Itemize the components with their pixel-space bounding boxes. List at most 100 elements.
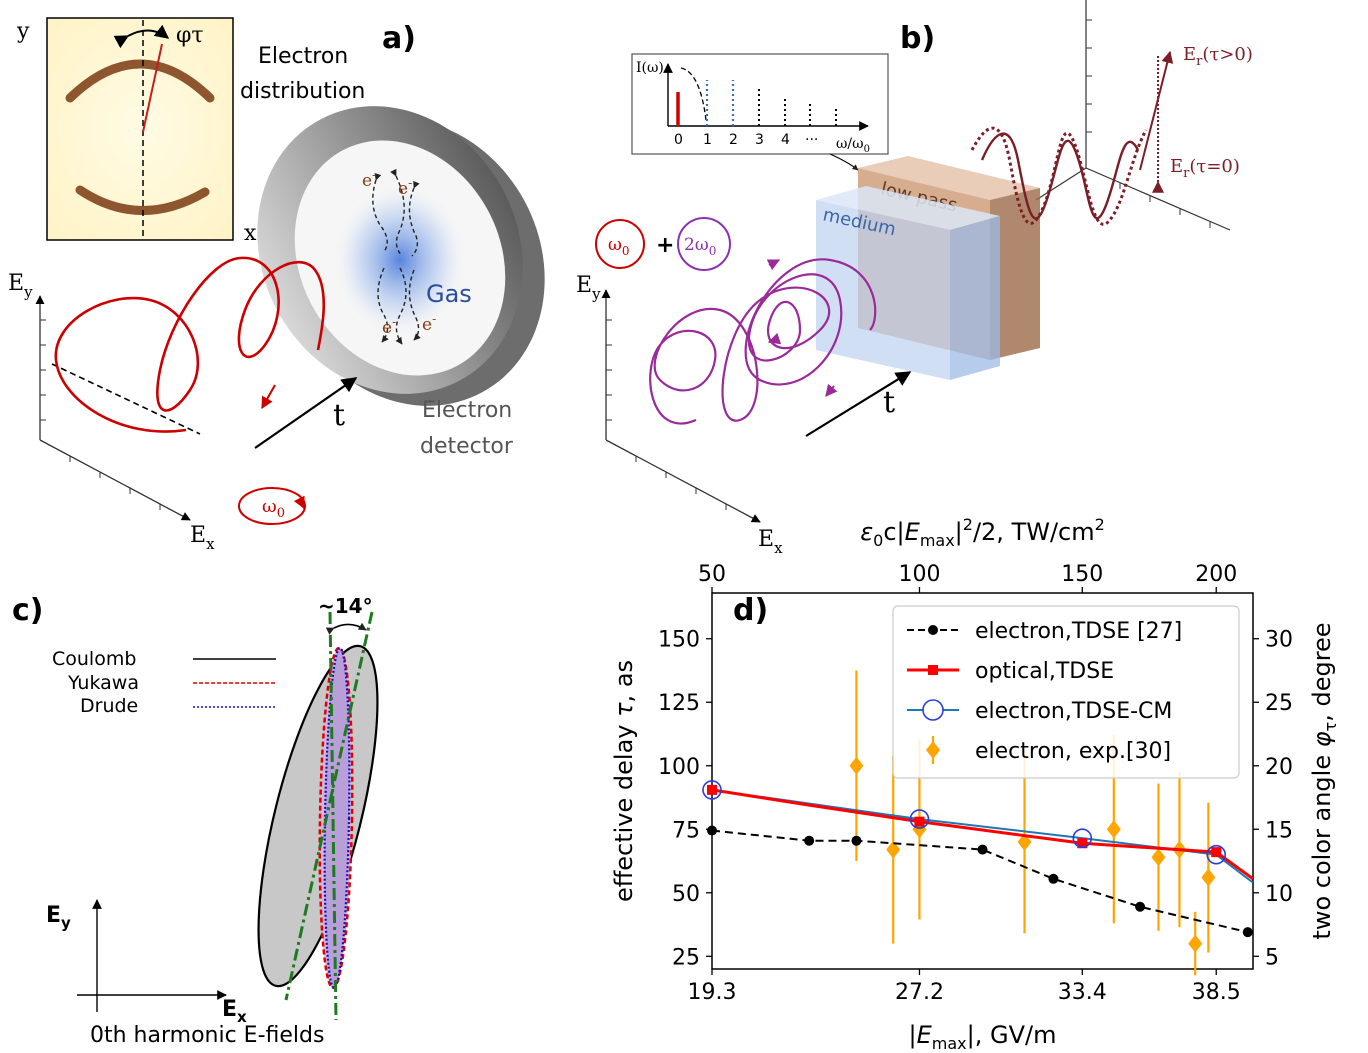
- helix-arrow: [261, 384, 276, 410]
- inset-y-label: y: [16, 19, 30, 44]
- legend-box: [892, 605, 1240, 779]
- y-tick-label: 25: [672, 945, 700, 970]
- exp-point: [1201, 868, 1216, 887]
- optical-tdse-point: [914, 816, 925, 827]
- omega0-label: ω0: [262, 496, 285, 521]
- spectrum-tick-1: 1: [703, 132, 712, 148]
- panel-c: c) Coulomb Yukawa Drude ~14° Ey Ex 0th h…: [12, 593, 379, 1048]
- electron-distribution-label-2: distribution: [240, 79, 365, 104]
- legend-marker-tdse-cm: [922, 699, 944, 721]
- legend-label-tdse-electron: electron,TDSE [27]: [975, 619, 1182, 644]
- y2-tick-label: 20: [1265, 755, 1293, 780]
- tdse-cm-point: [1072, 828, 1093, 848]
- electron-trajectory: [395, 267, 407, 345]
- legend-marker-exp: [926, 741, 940, 759]
- panel-a-label: a): [382, 21, 416, 56]
- low-pass-cutoff: [680, 67, 707, 121]
- inset-angle-label: φτ: [176, 23, 204, 48]
- electron-symbol-lower-left: e-: [382, 315, 396, 338]
- panel-c-caption: 0th harmonic E-fields: [90, 1023, 324, 1048]
- electron-trajectory: [377, 267, 389, 343]
- top-x-tick-label: 100: [898, 562, 940, 587]
- spectrum-pointer: [829, 153, 859, 171]
- tdse-cm-point: [702, 780, 722, 800]
- legend-label-exp: electron, exp.[30]: [975, 739, 1171, 764]
- medium-front: [816, 200, 950, 380]
- ey-label: Ey: [576, 273, 601, 303]
- x-tick-label: 33.4: [1058, 980, 1107, 1005]
- output-field-reference: [970, 126, 1148, 226]
- filters: low pass medium: [816, 156, 1040, 380]
- y2-tick-label: 15: [1265, 818, 1293, 843]
- time-label: t: [333, 398, 345, 433]
- tdse-electron-point: [804, 835, 815, 846]
- panel-d-label: d): [733, 593, 768, 628]
- two-color-pulse-trajectory: [649, 258, 877, 425]
- two-omega0-circle: [677, 217, 731, 271]
- legend-marker-tdse-electron: [928, 625, 938, 635]
- spectrum-tick-dots: ···: [805, 132, 818, 148]
- electron-trajectory: [408, 269, 421, 341]
- inset-frame: [46, 17, 234, 241]
- legend-coulomb-label: Coulomb: [52, 648, 136, 670]
- x-axis-label: |Emax|, GV/m: [909, 1021, 1057, 1053]
- angle-label: ~14°: [318, 594, 373, 618]
- spectrum-ylabel: I(ω): [636, 60, 664, 76]
- electron-distribution-label-1: Electron: [258, 44, 348, 69]
- vertical-reference-line: [328, 611, 338, 1021]
- tdse-cm-point: [1206, 844, 1227, 865]
- x-tick-label: 27.2: [895, 980, 944, 1005]
- omega0-circle: [238, 487, 306, 525]
- y-tick-label: 125: [658, 691, 700, 716]
- spectrum-tick-0: 0: [674, 132, 683, 148]
- time-axis: [805, 371, 912, 437]
- exp-point: [849, 756, 864, 775]
- optical-tdse-point: [1077, 838, 1088, 849]
- gas-cloud: [330, 180, 470, 340]
- circular-pulse-helix: [54, 256, 325, 433]
- polarization-axis: [51, 363, 201, 435]
- electron-detector-ring: Gas e- e- e- e-: [257, 106, 545, 406]
- gas-label: Gas: [426, 280, 472, 308]
- tdse-electron-point: [707, 825, 717, 836]
- angle-indicator: [325, 622, 367, 635]
- time-label: t: [883, 385, 895, 420]
- legend-label-tdse-cm: electron,TDSE-CM: [975, 699, 1172, 724]
- y2-tick-label: 5: [1265, 945, 1279, 970]
- electron-symbol-upper-right: e-: [398, 176, 412, 199]
- spectrum-tick-2: 2: [729, 132, 738, 148]
- x-tick-label: 19.3: [688, 980, 737, 1005]
- upper-distribution-lobe: [65, 59, 215, 103]
- ex-label: Ex: [758, 527, 783, 557]
- ex-axis: [605, 439, 761, 523]
- optical-tdse-line: [712, 788, 1253, 881]
- exp-point: [1106, 820, 1121, 839]
- tdse-cm-point: [909, 809, 930, 829]
- spectrum-tick-3: 3: [755, 132, 764, 148]
- ex-axis: [39, 439, 191, 521]
- field-delayed-label: Er(τ>0): [1183, 44, 1253, 69]
- ex-label: Ex: [222, 997, 247, 1026]
- y-tick-label: 150: [658, 628, 700, 653]
- top-x-tick-label: 50: [698, 562, 726, 587]
- y2-axis-label: two color angle φτ, degree: [1308, 622, 1340, 939]
- panel-a: a) φτ y x Electron distribution Gas: [8, 17, 545, 553]
- ey-label: Ey: [46, 903, 71, 932]
- electron-distribution-inset: φτ y x: [16, 17, 257, 246]
- spectrum-inset: I(ω) 0 1 2 3 4 ··· ω/ω0: [631, 53, 889, 171]
- tdse-electron-point: [1242, 927, 1253, 938]
- time-axis: [254, 377, 358, 449]
- detector-label-1: Electron: [422, 398, 512, 423]
- omega0-circle: [595, 219, 645, 269]
- coulomb-ellipse: [257, 644, 379, 988]
- output-field-delayed: [980, 132, 1140, 220]
- electron-trajectory: [408, 180, 420, 257]
- legend-label-optical: optical,TDSE: [975, 659, 1114, 684]
- panel-b-field-axes: Ey Ex t: [576, 258, 912, 557]
- top-x-tick-label: 150: [1061, 562, 1103, 587]
- tdse-electron-point: [1048, 873, 1059, 884]
- ey-label: Ey: [8, 271, 33, 301]
- output-field-axes: [1035, 0, 1231, 231]
- low-pass-side: [990, 188, 1040, 360]
